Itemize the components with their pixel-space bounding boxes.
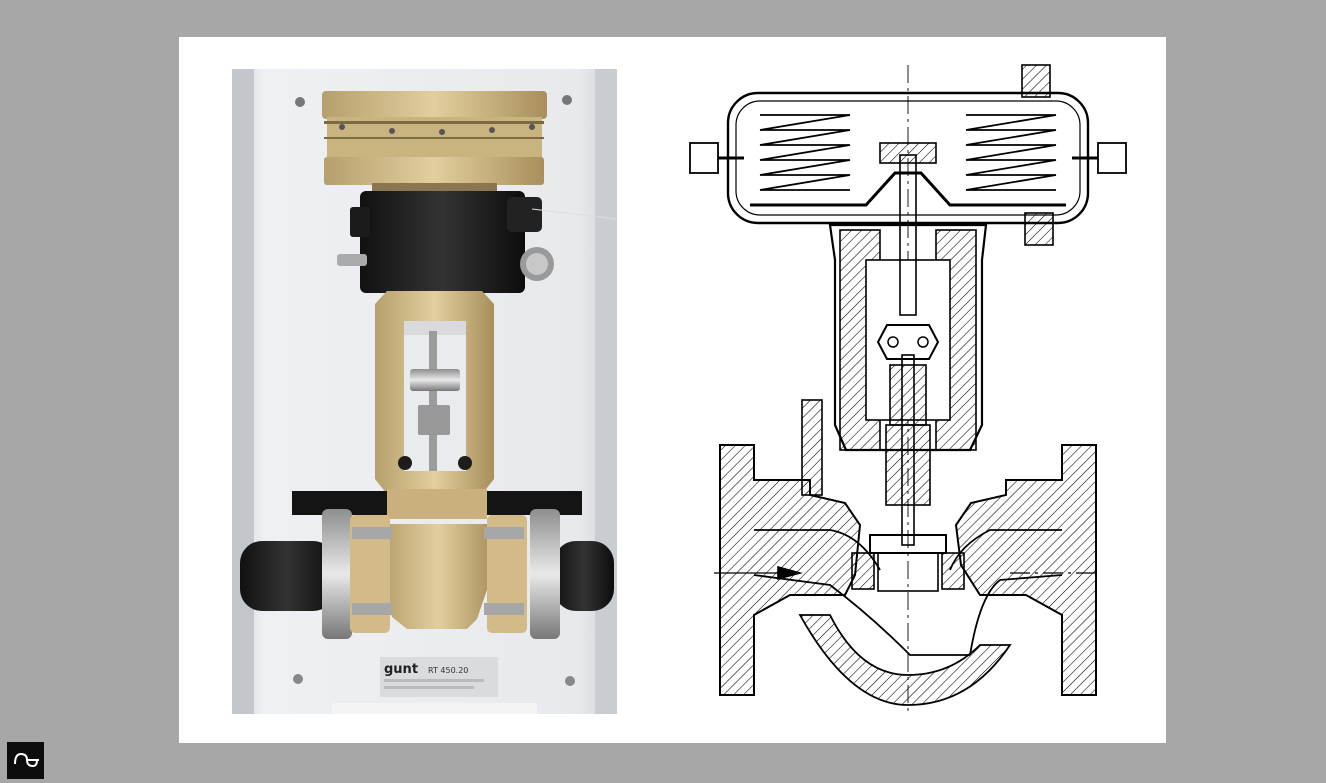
nameplate-brand: gunt [384, 662, 418, 677]
valve-cross-section-drawing [680, 55, 1150, 725]
waveform-icon[interactable] [7, 742, 44, 779]
valve-photo: gunt RT 450.20 [232, 69, 617, 714]
nameplate-model: RT 450.20 [428, 666, 468, 675]
